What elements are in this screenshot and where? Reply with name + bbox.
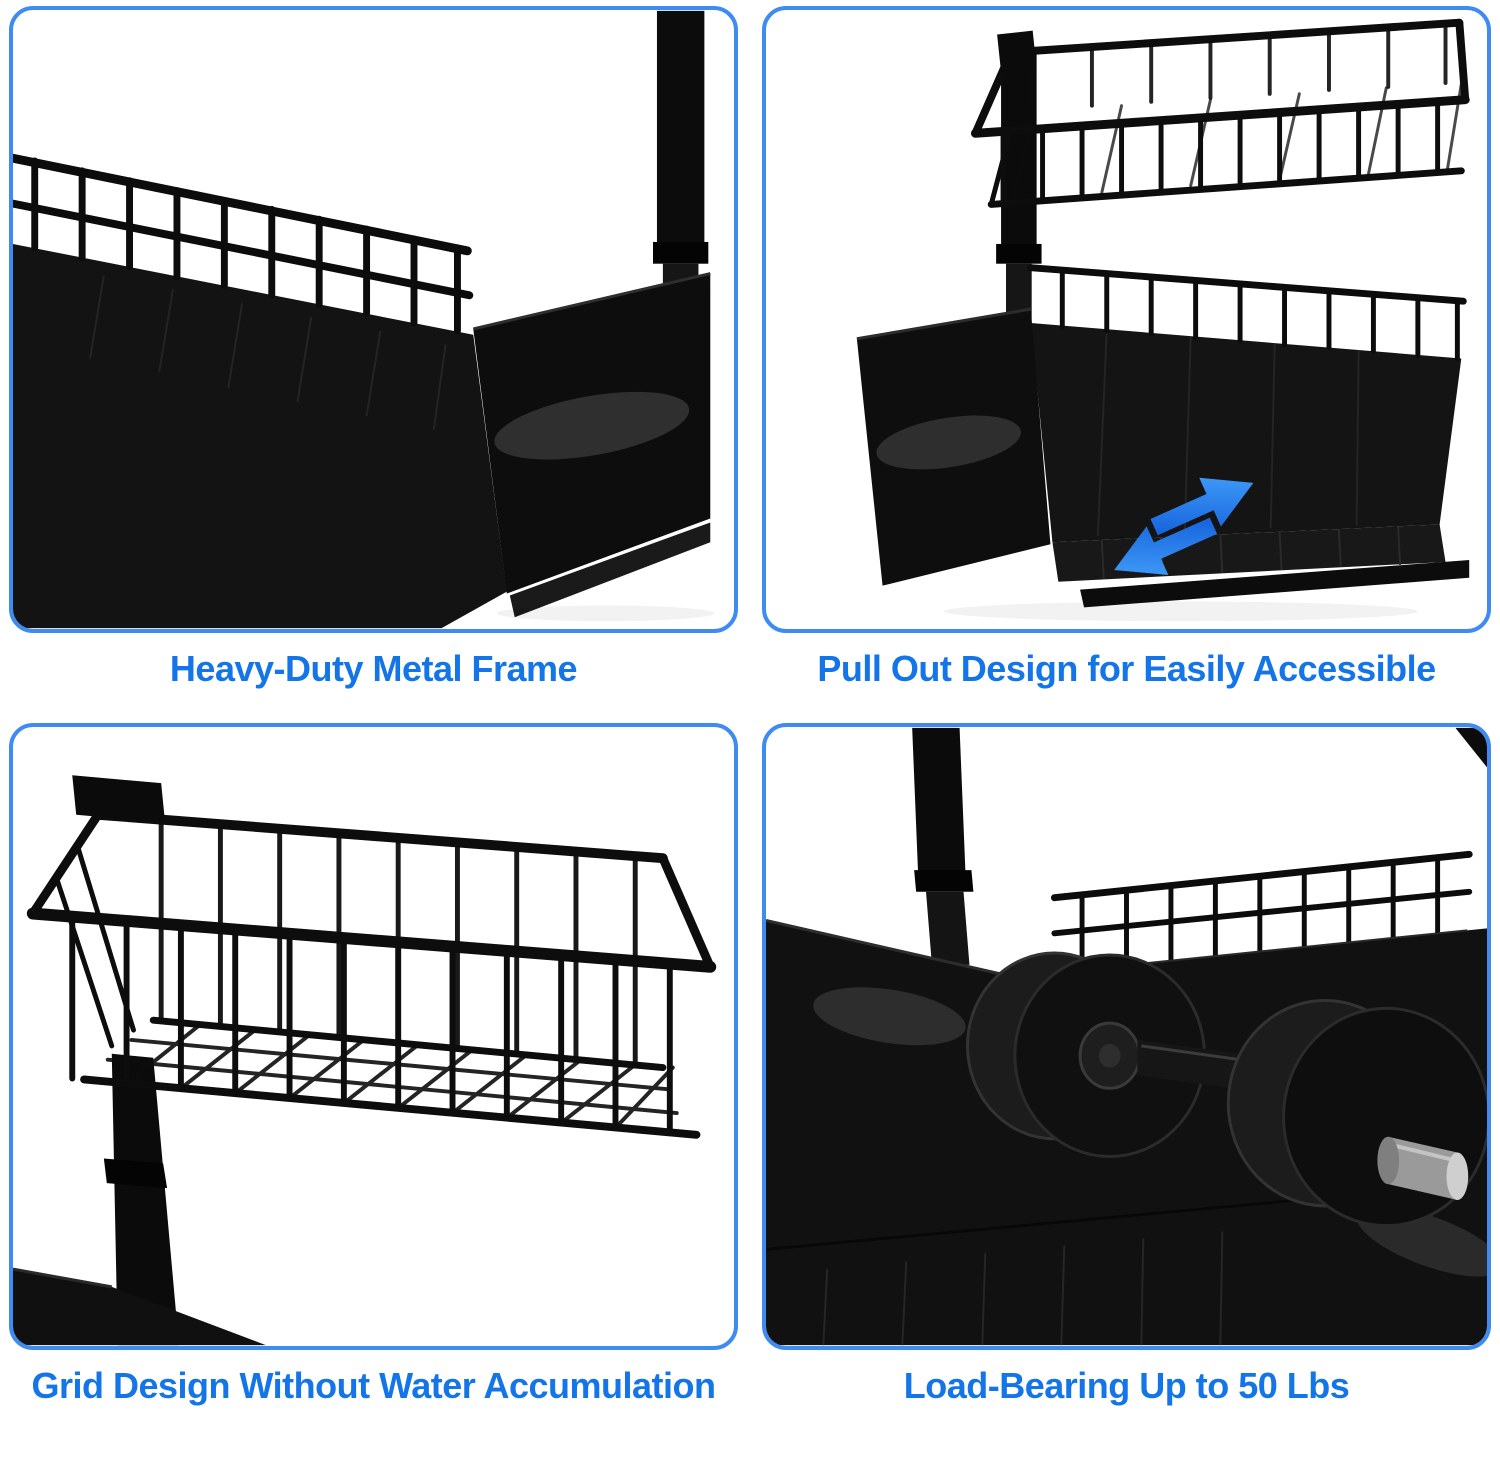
pull-out-organizer-illustration	[856, 18, 1470, 622]
wire-basket-grid	[26, 809, 717, 1139]
floor-shadow	[943, 601, 1418, 622]
handle-cutout-left	[813, 987, 966, 1046]
feature-panel-metal-frame: Heavy-Duty Metal Frame	[9, 6, 738, 691]
wire-rail	[1027, 264, 1467, 361]
wire-basket-grid-illustration	[13, 775, 717, 1346]
deck-grooves	[89, 275, 447, 430]
metal-frame-closeup-illustration	[13, 10, 715, 629]
dumbbell	[966, 951, 1487, 1227]
handle-cutout	[876, 415, 1022, 470]
caption-pull-out: Pull Out Design for Easily Accessible	[817, 648, 1436, 689]
caption-grid-design: Grid Design Without Water Accumulation	[31, 1364, 716, 1406]
caption-metal-frame: Heavy-Duty Metal Frame	[169, 648, 578, 689]
wire-rail	[1050, 850, 1473, 973]
slide-rail	[1080, 559, 1470, 608]
hook-bracket	[997, 30, 1037, 73]
feature-panel-pull-out: Pull Out Design for Easily Accessible	[762, 6, 1491, 691]
drawer-deck	[13, 243, 507, 629]
pull-out-drawer	[856, 264, 1470, 608]
metal-frame-photo	[9, 6, 738, 633]
pull-out-photo	[762, 6, 1491, 633]
slide-rail	[509, 522, 711, 618]
feature-panel-load-bearing: Load-Bearing Up to 50 Lbs	[762, 722, 1491, 1408]
wire-rail	[13, 153, 474, 335]
handle-end-cap	[1377, 1136, 1469, 1200]
vertical-post	[103, 1053, 179, 1346]
slide-direction-arrows	[1114, 477, 1254, 576]
caption-load-bearing: Load-Bearing Up to 50 Lbs	[903, 1364, 1350, 1406]
grid-design-photo	[9, 722, 738, 1350]
top-wire-basket	[970, 18, 1470, 208]
drawer-corner	[13, 1267, 266, 1346]
floor-reflection	[496, 605, 715, 622]
vertical-post	[912, 727, 974, 965]
frame-corner	[1455, 727, 1487, 768]
handle-cutout	[494, 391, 690, 460]
dumbbell-load-illustration	[766, 727, 1487, 1346]
feature-panel-grid-design: Grid Design Without Water Accumulation	[9, 722, 738, 1408]
side-panel	[472, 272, 711, 594]
feature-grid: Heavy-Duty Metal Frame	[9, 6, 1491, 1408]
hook-bracket	[72, 775, 166, 823]
load-bearing-photo	[762, 722, 1491, 1350]
